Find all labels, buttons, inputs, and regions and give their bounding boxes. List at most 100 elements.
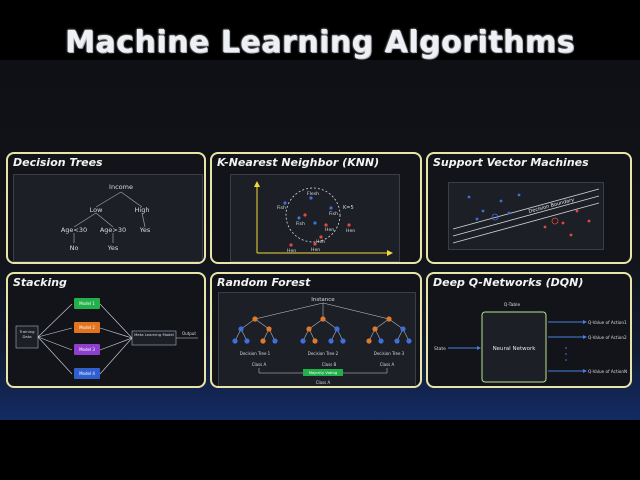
tree-node-age-gt-30: Age>30 xyxy=(100,226,126,234)
svm-boundary-label: Decision Boundary xyxy=(528,197,575,215)
stacking-panel: Stacking Training Data Model 1 Model 2 M… xyxy=(6,272,206,388)
knn-point-hen xyxy=(289,243,293,247)
forest-node xyxy=(328,338,334,344)
meta-model-box xyxy=(131,330,177,346)
model-3-label: Model 3 xyxy=(79,347,95,352)
svm-point-blue xyxy=(507,211,511,215)
svm-plot: Decision Boundary xyxy=(452,188,600,244)
stacking-diagram: Training Data Model 1 Model 2 Model 3 Mo… xyxy=(15,298,198,379)
tree-edge xyxy=(95,191,122,208)
knn-label: Hen xyxy=(311,247,320,253)
random-forest-diagram: Instance Decision Tree 1 Decision Tree 2… xyxy=(232,297,412,385)
forest-node xyxy=(252,316,258,322)
action-n-arrow-head xyxy=(583,369,587,373)
tree-1-class: Class A xyxy=(252,362,267,367)
forest-edge xyxy=(240,318,256,330)
forest-node xyxy=(400,326,406,332)
model-2-label: Model 2 xyxy=(79,325,95,330)
q-table-label: Q-Table xyxy=(504,302,521,308)
svm-point-red xyxy=(561,221,565,225)
model-1-label: Model 1 xyxy=(79,301,95,306)
stacking-arrow xyxy=(99,337,133,351)
knn-label: Fish xyxy=(296,221,305,227)
ellipsis-dot xyxy=(565,353,567,355)
action-n-label: Q-Value of ActionN xyxy=(588,369,627,374)
forest-node xyxy=(300,338,306,344)
forest-edge xyxy=(374,318,390,330)
forest-node xyxy=(260,338,266,344)
forest-node xyxy=(266,326,272,332)
forest-node xyxy=(406,338,412,344)
action-2-arrow-head xyxy=(583,335,587,339)
tree-node-high: High xyxy=(135,206,150,214)
stacking-arrow xyxy=(99,303,133,339)
knn-point-hen xyxy=(303,213,307,217)
knn-label: Flesh xyxy=(307,191,319,197)
forest-node xyxy=(244,338,250,344)
model-1-box xyxy=(74,298,100,309)
tree-node-root: Income xyxy=(109,183,133,191)
action-2-label: Q-Value of Action2 xyxy=(588,335,627,340)
tree-3-class: Class A xyxy=(380,362,395,367)
svm-point-red xyxy=(587,219,591,223)
random-forest-canvas: Instance Decision Tree 1 Decision Tree 2… xyxy=(218,292,416,386)
svm-point-red xyxy=(569,233,573,237)
instance-label: Instance xyxy=(311,297,335,303)
knn-point-fish xyxy=(313,221,317,225)
output-label: Output xyxy=(182,331,196,336)
knn-label: Fish xyxy=(277,205,286,211)
instance-arrow xyxy=(322,302,390,320)
tree-2-class: Class B xyxy=(322,362,337,367)
svm-point-red xyxy=(543,225,547,229)
training-data-label: Training Data xyxy=(19,329,35,339)
final-class-label: Class A xyxy=(316,380,331,385)
knn-label: Hen xyxy=(287,248,296,254)
knn-scatter: K=5 Fish Flesh Fish Fish Hen Hen Hen He xyxy=(254,181,393,256)
forest-node xyxy=(386,316,392,322)
knn-point-hen xyxy=(313,242,317,246)
dqn-diagram: Q-Table State Neural Network Q-Value of … xyxy=(434,302,627,383)
knn-label: Hen xyxy=(316,239,325,245)
svm-margin-line xyxy=(452,188,600,230)
svm-point-red xyxy=(575,209,579,213)
instance-arrow xyxy=(254,302,324,320)
stacking-arrow xyxy=(37,336,73,375)
knn-title: K-Nearest Neighbor (KNN) xyxy=(217,156,380,169)
majority-voting-box xyxy=(303,369,343,376)
model-4-box xyxy=(74,368,100,379)
forest-edge xyxy=(388,318,404,330)
svm-support-vector-red xyxy=(551,217,559,225)
model-2-box xyxy=(74,322,100,333)
forest-node xyxy=(372,326,378,332)
majority-voting-label: Majority Voting xyxy=(309,370,338,375)
forest-edge xyxy=(322,318,338,330)
forest-trees xyxy=(232,316,412,344)
forest-edge xyxy=(254,318,270,330)
knn-panel: K-Nearest Neighbor (KNN) K=5 Fish Flesh … xyxy=(210,152,422,264)
forest-node xyxy=(340,338,346,344)
tree-3-label: Decision Tree 3 xyxy=(374,351,405,356)
knn-canvas: K=5 Fish Flesh Fish Fish Hen Hen Hen He xyxy=(230,174,400,262)
dqn-title: Deep Q-Networks (DQN) xyxy=(433,276,584,289)
stacking-arrow xyxy=(37,336,73,351)
forest-node xyxy=(334,326,340,332)
tree-edge xyxy=(141,212,146,228)
knn-y-arrow xyxy=(254,181,260,187)
knn-radius-circle xyxy=(285,187,341,243)
forest-node xyxy=(366,338,372,344)
forest-edge xyxy=(308,318,324,330)
knn-label: Hen xyxy=(325,227,334,233)
forest-node xyxy=(306,326,312,332)
decision-trees-canvas: Income Low High Age<30 Age>30 Yes No Yes xyxy=(13,174,203,262)
stacking-arrow xyxy=(99,327,133,339)
neural-network-label: Neural Network xyxy=(493,346,537,352)
svm-decision-boundary xyxy=(452,195,600,237)
knn-label: Hen xyxy=(346,228,355,234)
svm-point-blue xyxy=(467,195,471,199)
tree-edge xyxy=(95,212,114,228)
state-label: State xyxy=(434,346,446,352)
forest-node xyxy=(238,326,244,332)
tree-1-label: Decision Tree 1 xyxy=(240,351,271,356)
tree-edge xyxy=(120,191,143,208)
stacking-arrow xyxy=(99,337,133,375)
